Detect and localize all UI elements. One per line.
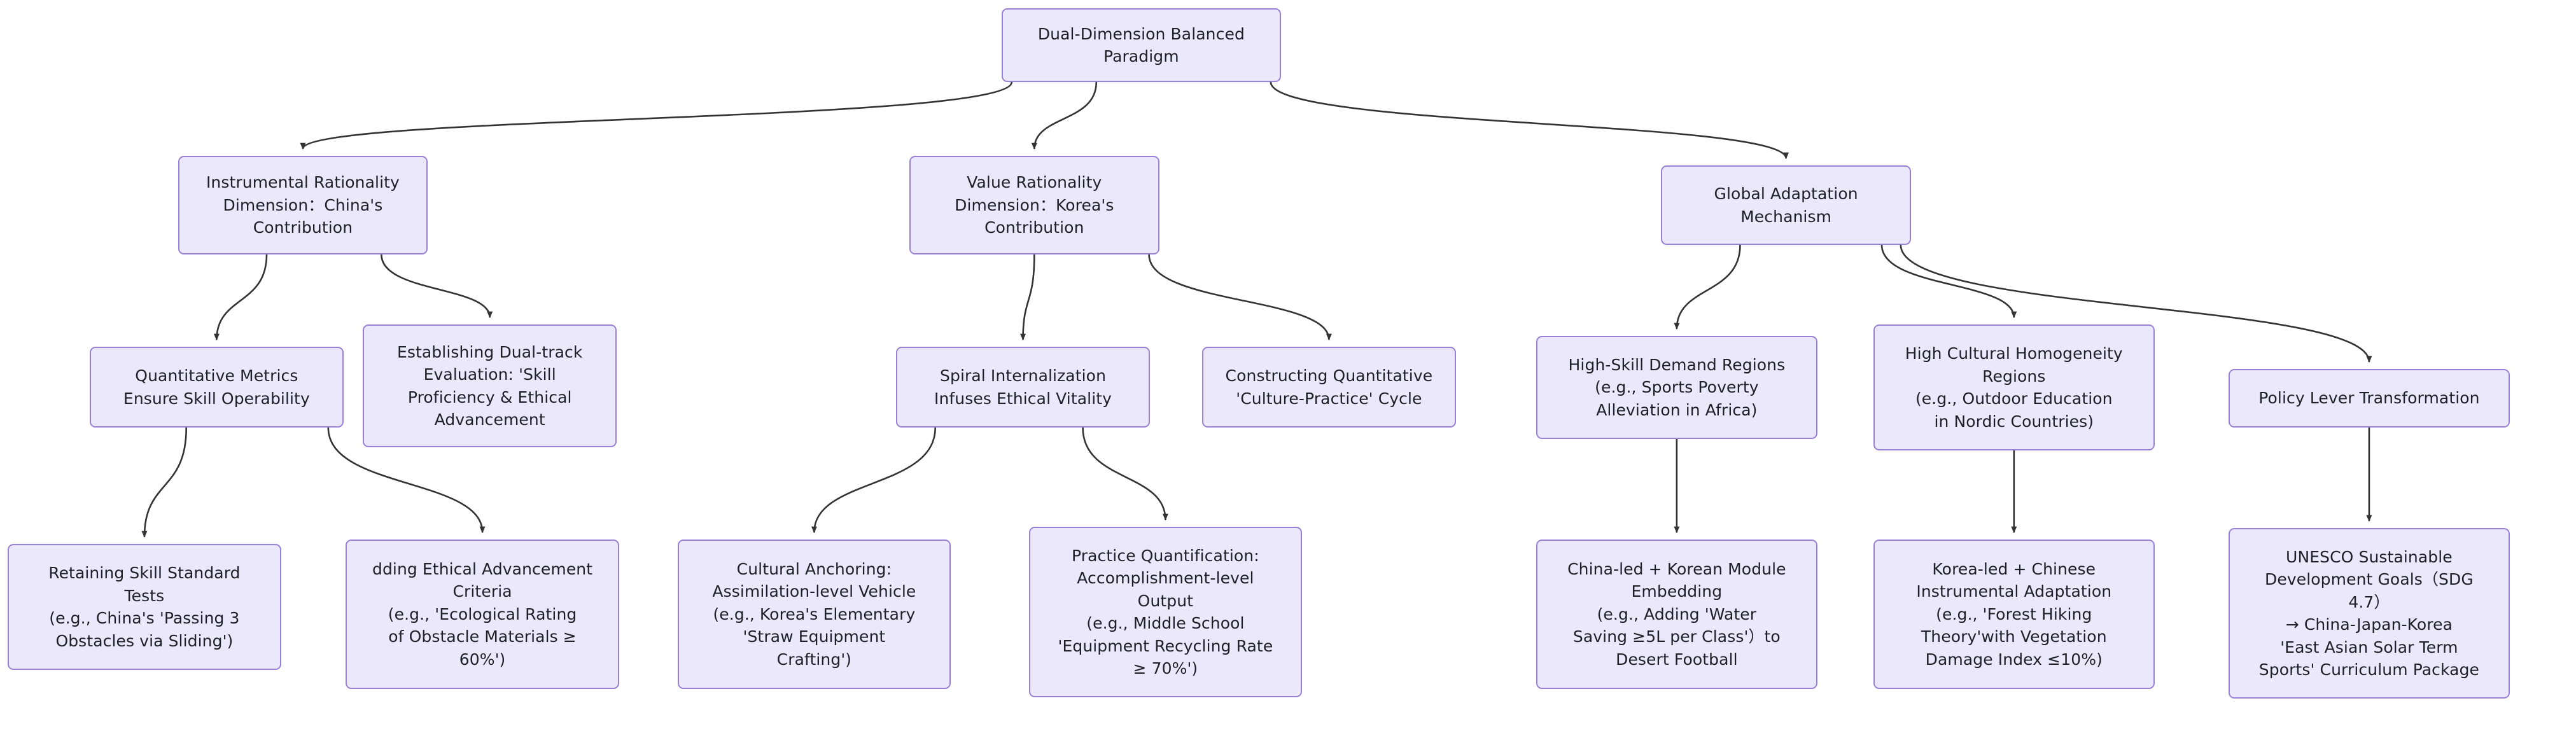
node-culture-practice[interactable]: Constructing Quantitative 'Culture-Pract… — [1202, 347, 1456, 428]
node-quant-metrics[interactable]: Quantitative Metrics Ensure Skill Operab… — [90, 347, 344, 428]
node-spiral[interactable]: Spiral Internalization Infuses Ethical V… — [896, 347, 1150, 428]
edge-root-to-value — [1031, 81, 1098, 150]
node-label-policy-lever: Policy Lever Transformation — [2258, 389, 2480, 408]
node-high-skill[interactable]: High-Skill Demand Regions (e.g., Sports … — [1536, 336, 1817, 439]
node-label-quant-metrics: Quantitative Metrics Ensure Skill Operab… — [123, 366, 310, 408]
edge-root-to-global — [1270, 81, 1789, 160]
node-label-instrumental: Instrumental Rationality Dimension：China… — [206, 173, 400, 237]
node-label-cultural-anchoring: Cultural Anchoring: Assimilation-level V… — [712, 559, 916, 669]
edge-value-to-spiral — [1020, 254, 1035, 341]
node-korea-led[interactable]: Korea-led + Chinese Instrumental Adaptat… — [1873, 540, 2155, 689]
node-label-korea-led: Korea-led + Chinese Instrumental Adaptat… — [1916, 559, 2112, 669]
edge-instrumental-to-dual-track — [381, 254, 493, 319]
edge-global-to-policy-lever — [1900, 244, 2372, 363]
edge-global-to-high-cultural — [1880, 244, 2017, 319]
edge-global-to-high-skill — [1674, 244, 1741, 330]
edge-value-to-culture-practice — [1148, 254, 1332, 341]
edge-spiral-to-practice-quant — [1082, 427, 1168, 521]
node-label-high-cultural: High Cultural Homogeneity Regions (e.g.,… — [1905, 344, 2123, 431]
node-policy-lever[interactable]: Policy Lever Transformation — [2229, 369, 2510, 428]
node-label-value: Value Rationality Dimension：Korea's Cont… — [955, 173, 1114, 237]
node-retaining-skill[interactable]: Retaining Skill Standard Tests (e.g., Ch… — [8, 544, 281, 670]
node-label-retaining-skill: Retaining Skill Standard Tests (e.g., Ch… — [48, 564, 241, 650]
node-label-global: Global Adaptation Mechanism — [1714, 184, 1858, 226]
node-unesco[interactable]: UNESCO Sustainable Development Goals（SDG… — [2229, 528, 2510, 699]
node-label-high-skill: High-Skill Demand Regions (e.g., Sports … — [1568, 355, 1786, 419]
node-dual-track[interactable]: Establishing Dual-track Evaluation: 'Ski… — [363, 324, 617, 447]
node-label-ethical-criteria: dding Ethical Advancement Criteria (e.g.… — [372, 559, 593, 669]
node-instrumental[interactable]: Instrumental Rationality Dimension：China… — [178, 156, 428, 254]
node-label-root: Dual-Dimension Balanced Paradigm — [1037, 24, 1245, 66]
edge-quant-metrics-to-retaining-skill — [141, 427, 188, 538]
node-label-culture-practice: Constructing Quantitative 'Culture-Pract… — [1225, 366, 1433, 408]
node-root[interactable]: Dual-Dimension Balanced Paradigm — [1001, 8, 1281, 82]
node-ethical-criteria[interactable]: dding Ethical Advancement Criteria (e.g.… — [346, 540, 619, 689]
node-high-cultural[interactable]: High Cultural Homogeneity Regions (e.g.,… — [1873, 324, 2155, 450]
edge-quant-metrics-to-ethical-criteria — [327, 427, 486, 534]
node-label-dual-track: Establishing Dual-track Evaluation: 'Ski… — [396, 342, 583, 429]
edge-spiral-to-cultural-anchoring — [811, 427, 937, 534]
edge-root-to-instrumental — [300, 81, 1013, 150]
node-global[interactable]: Global Adaptation Mechanism — [1661, 165, 1911, 245]
node-value[interactable]: Value Rationality Dimension：Korea's Cont… — [909, 156, 1159, 254]
node-label-practice-quant: Practice Quantification: Accomplishment-… — [1058, 546, 1273, 678]
node-cultural-anchoring[interactable]: Cultural Anchoring: Assimilation-level V… — [677, 540, 951, 689]
node-practice-quant[interactable]: Practice Quantification: Accomplishment-… — [1028, 527, 1303, 697]
node-label-china-led: China-led + Korean Module Embedding (e.g… — [1567, 559, 1786, 669]
node-china-led[interactable]: China-led + Korean Module Embedding (e.g… — [1536, 540, 1817, 689]
node-label-unesco: UNESCO Sustainable Development Goals（SDG… — [2258, 547, 2480, 679]
node-label-spiral: Spiral Internalization Infuses Ethical V… — [934, 366, 1112, 408]
edge-instrumental-to-quant-metrics — [213, 254, 268, 341]
edges-group — [141, 81, 2372, 538]
